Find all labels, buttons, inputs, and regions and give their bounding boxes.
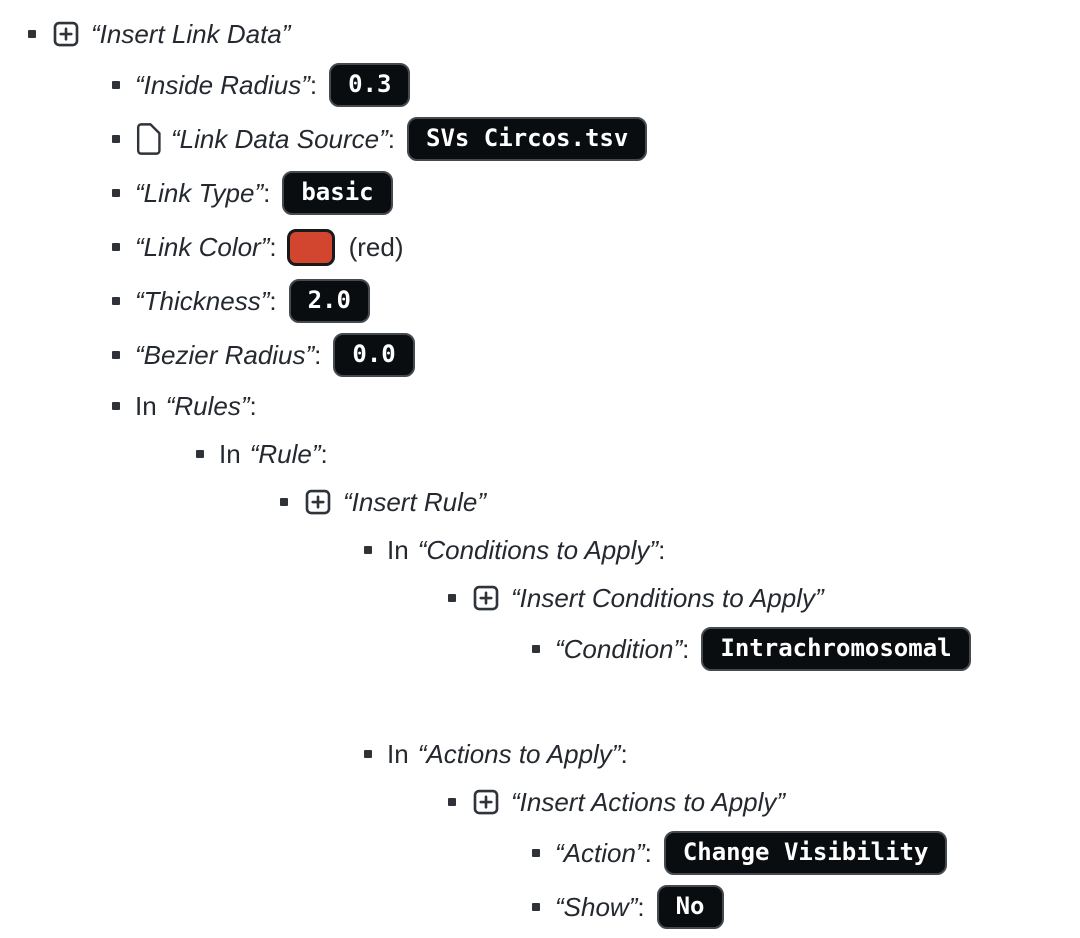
- list-level-2: “Inside Radius”: 0.3 “Link Data Source”:…: [28, 58, 1080, 934]
- colon: :: [249, 390, 257, 421]
- colon: :: [314, 339, 322, 370]
- field-show: “Show”: No: [532, 880, 1080, 934]
- list-level-3: In “Rule”:: [112, 430, 1080, 934]
- step-insert-conditions: “Insert Conditions to Apply”: [448, 574, 1080, 622]
- colon: :: [269, 285, 277, 316]
- section-in-conditions: In “Conditions to Apply”:: [364, 526, 1080, 574]
- field-link-type: “Link Type”: basic: [112, 166, 1080, 220]
- field-thickness: “Thickness”: 2.0: [112, 274, 1080, 328]
- colon: :: [387, 123, 395, 154]
- step-label: “Insert Actions to Apply”: [511, 786, 786, 817]
- step-label: “Insert Link Data”: [91, 18, 291, 49]
- value-badge: SVs Circos.tsv: [407, 117, 648, 161]
- bullet-icon: [448, 798, 456, 806]
- colon: :: [644, 837, 652, 868]
- value-badge: 2.0: [288, 279, 370, 323]
- colon: :: [309, 69, 318, 100]
- file-icon: [135, 123, 161, 155]
- section-label: “Rule”: [249, 438, 321, 469]
- list-level-4: “Insert Rule” In “Conditions to Apply”:: [196, 478, 1080, 934]
- bullet-icon: [532, 903, 540, 911]
- field-label: “Thickness”: [135, 285, 270, 316]
- bullet-icon: [112, 297, 120, 305]
- field-condition: “Condition”: Intrachromosomal: [532, 622, 1080, 676]
- field-link-data-source: “Link Data Source”: SVs Circos.tsv: [112, 112, 1080, 166]
- lead-in: In: [387, 534, 409, 565]
- field-action: “Action”: Change Visibility: [532, 826, 1080, 880]
- value-badge: basic: [282, 171, 393, 215]
- color-swatch-red: [286, 228, 335, 266]
- list-level-6b: “Insert Actions to Apply” “Action: [364, 778, 1080, 934]
- value-badge: 0.0: [333, 333, 415, 377]
- section-label: “Rules”: [165, 390, 250, 421]
- value-badge: 0.3: [329, 63, 411, 107]
- list-level-7: “Condition”: Intrachromosomal: [448, 622, 1080, 676]
- value-badge: Change Visibility: [663, 831, 948, 875]
- list-level-7b: “Action”: Change Visibility “Show”:: [448, 826, 1080, 934]
- bullet-icon: [28, 30, 36, 38]
- section-label: “Actions to Apply”: [417, 738, 621, 769]
- insert-plus-icon: [471, 787, 501, 817]
- section-label: “Conditions to Apply”: [417, 534, 659, 565]
- bullet-icon: [364, 546, 372, 554]
- colon: :: [658, 534, 666, 565]
- bullet-icon: [112, 81, 120, 89]
- field-label: “Condition”: [555, 633, 683, 664]
- color-note: (red): [348, 231, 404, 262]
- field-label: “Action”: [555, 837, 645, 868]
- bullet-icon: [532, 849, 540, 857]
- field-label: “Link Color”: [135, 231, 270, 262]
- colon: :: [269, 231, 277, 262]
- bullet-icon: [112, 351, 120, 359]
- value-badge: Intrachromosomal: [701, 627, 971, 671]
- bullet-icon: [112, 243, 120, 251]
- field-label: “Link Type”: [135, 177, 264, 208]
- bullet-icon: [364, 750, 372, 758]
- bullet-icon: [112, 135, 120, 143]
- value-badge: No: [656, 885, 724, 929]
- field-label: “Bezier Radius”: [135, 339, 315, 370]
- field-label: “Show”: [555, 891, 638, 922]
- colon: :: [263, 177, 271, 208]
- field-inside-radius: “Inside Radius”: 0.3: [112, 58, 1080, 112]
- field-label: “Link Data Source”: [171, 123, 388, 154]
- step-label: “Insert Rule”: [343, 486, 487, 517]
- lead-in: In: [135, 390, 157, 421]
- list-level-5: In “Conditions to Apply”:: [280, 526, 1080, 934]
- insert-plus-icon: [51, 19, 81, 49]
- colon: :: [637, 891, 645, 922]
- list-level-1: “Insert Link Data” “Inside Radius”: 0.3 …: [0, 10, 1080, 934]
- colon: :: [320, 438, 328, 469]
- step-insert-link-data: “Insert Link Data”: [28, 10, 1080, 58]
- list-level-6: “Insert Conditions to Apply” “Con: [364, 574, 1080, 676]
- field-link-color: “Link Color”: (red): [112, 220, 1080, 274]
- bullet-icon: [532, 645, 540, 653]
- step-insert-actions: “Insert Actions to Apply”: [448, 778, 1080, 826]
- section-in-rules: In “Rules”:: [112, 382, 1080, 430]
- lead-in: In: [219, 438, 241, 469]
- field-label: “Inside Radius”: [135, 69, 310, 100]
- bullet-icon: [196, 450, 204, 458]
- bullet-icon: [112, 189, 120, 197]
- insert-plus-icon: [303, 487, 333, 517]
- bullet-icon: [280, 498, 288, 506]
- bullet-icon: [448, 594, 456, 602]
- colon: :: [620, 738, 628, 769]
- step-label: “Insert Conditions to Apply”: [511, 582, 824, 613]
- section-in-rule: In “Rule”:: [196, 430, 1080, 478]
- lead-in: In: [387, 738, 409, 769]
- step-insert-rule: “Insert Rule”: [280, 478, 1080, 526]
- section-in-actions: In “Actions to Apply”:: [364, 730, 1080, 778]
- colon: :: [682, 633, 690, 664]
- bullet-icon: [112, 402, 120, 410]
- insert-plus-icon: [471, 583, 501, 613]
- field-bezier-radius: “Bezier Radius”: 0.0: [112, 328, 1080, 382]
